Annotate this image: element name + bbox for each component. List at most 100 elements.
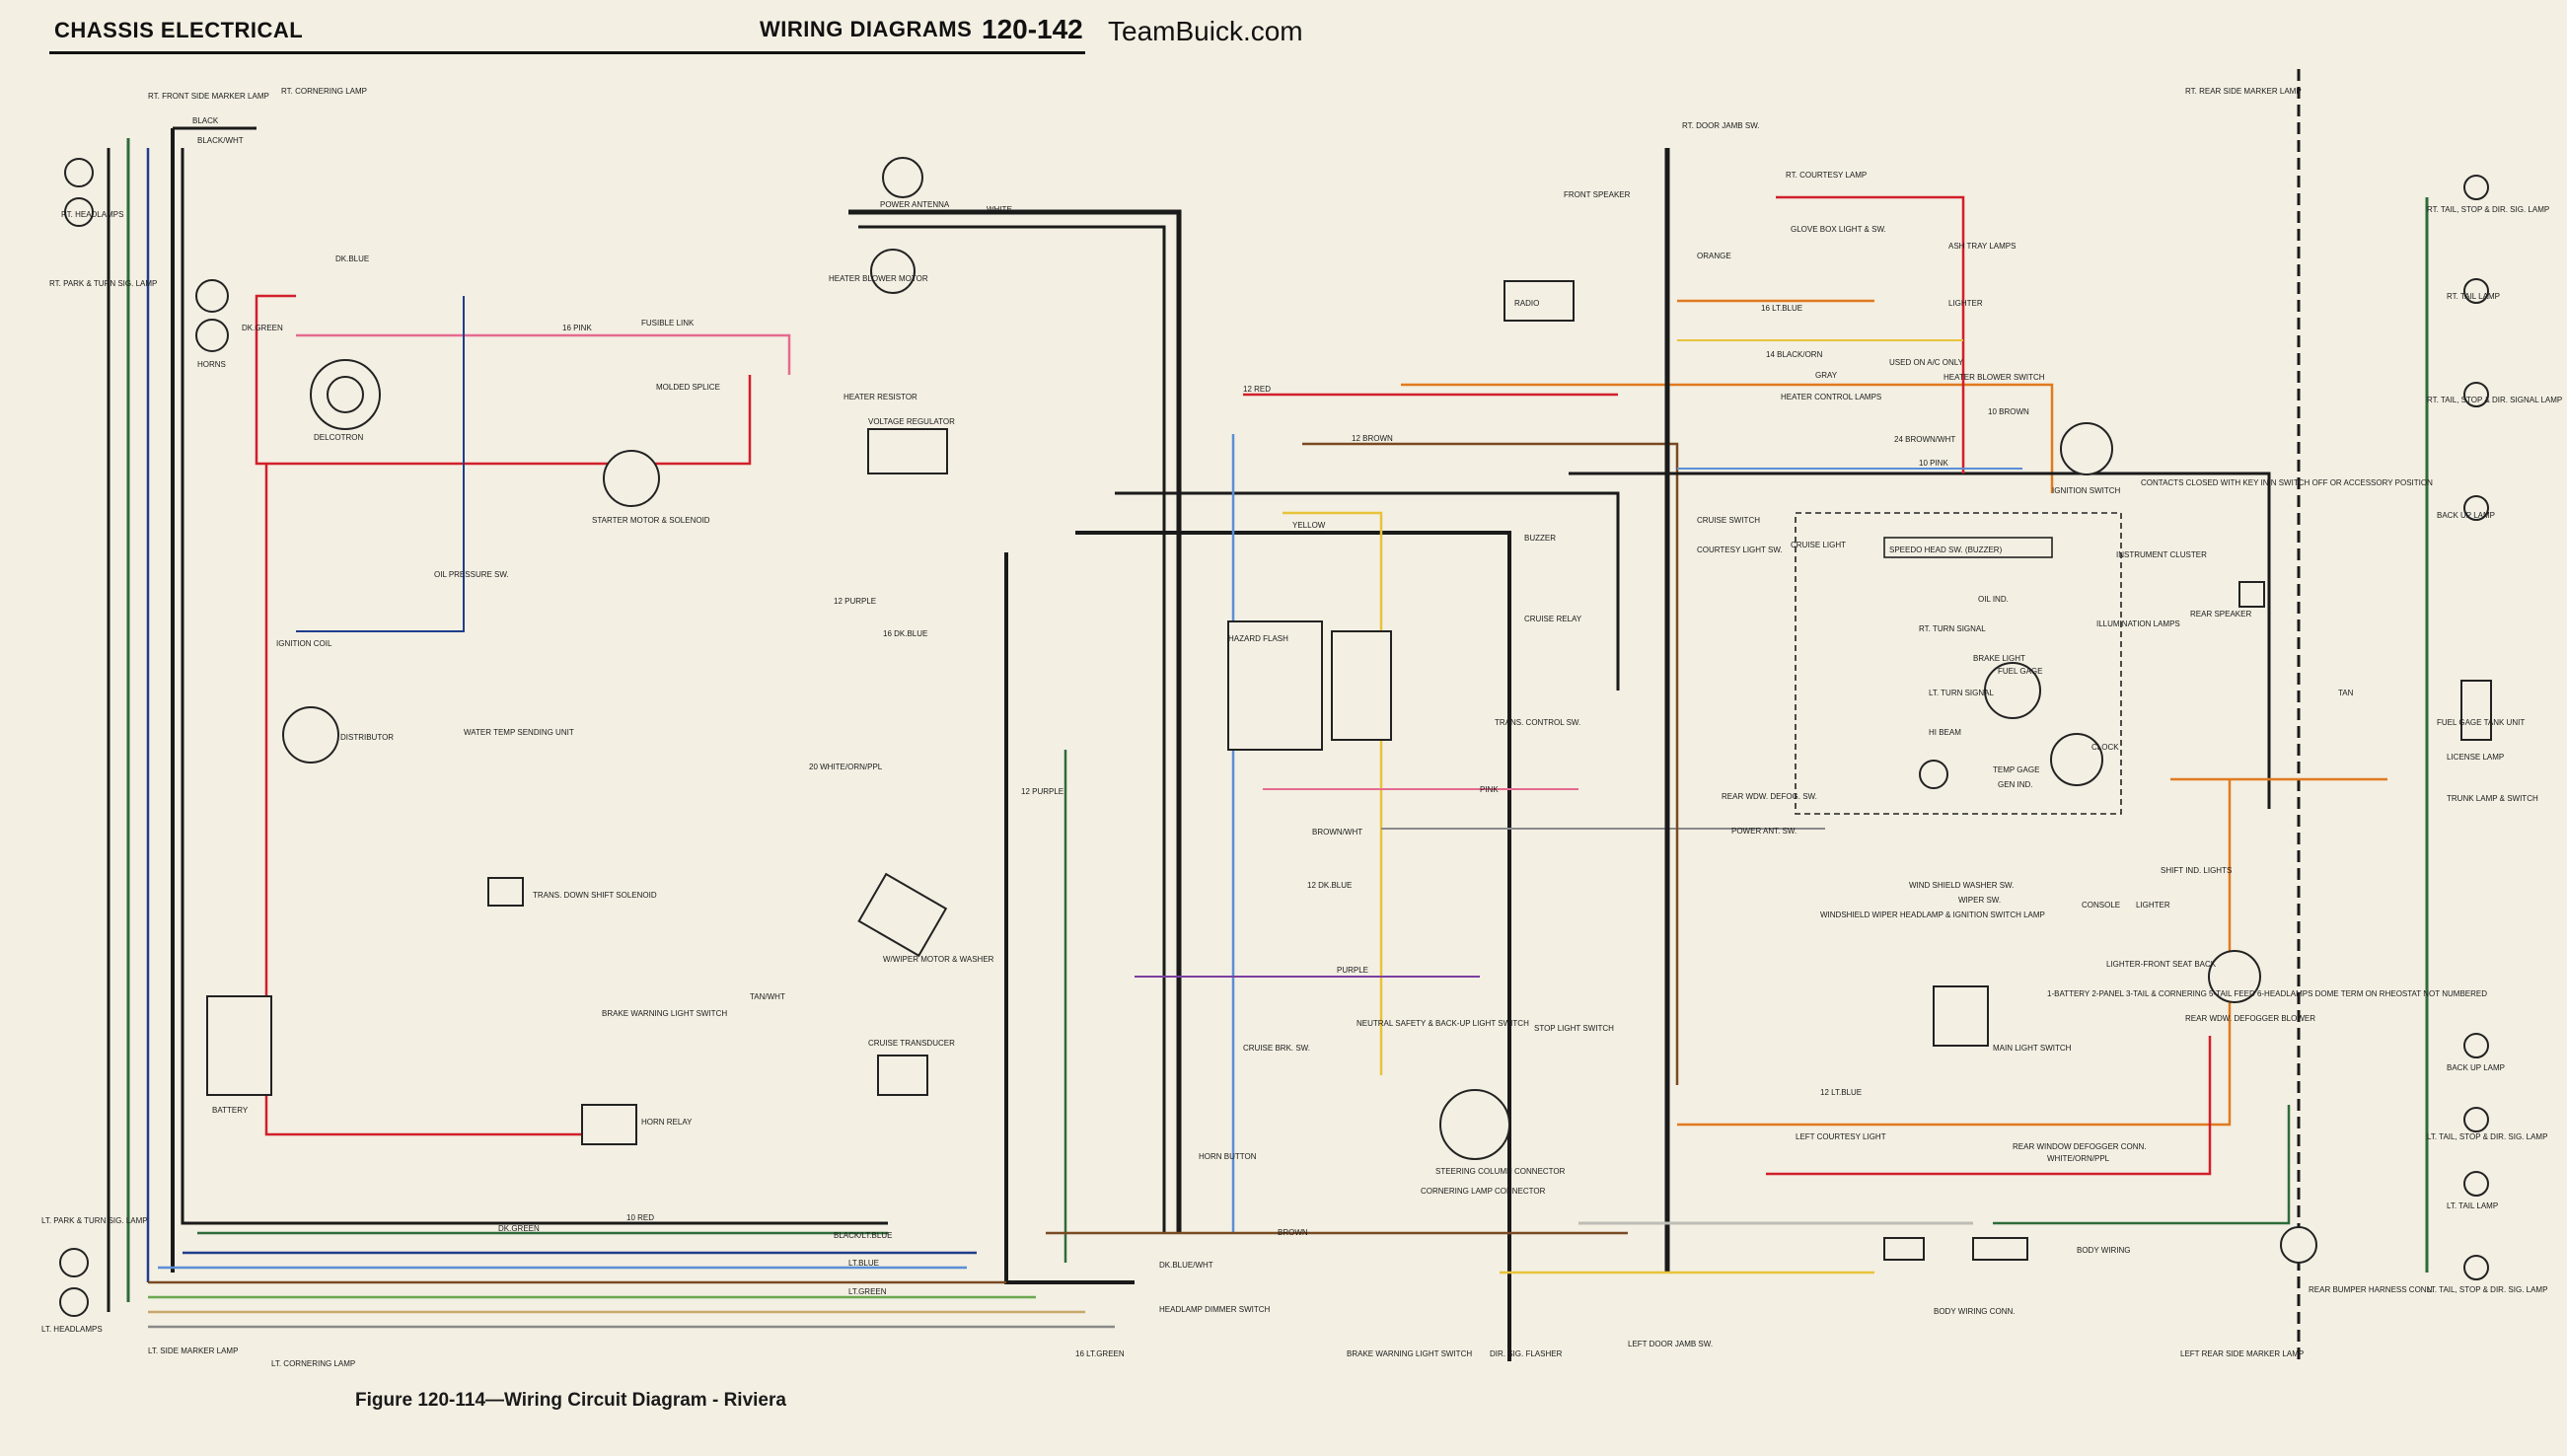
section-title: CHASSIS ELECTRICAL [54, 18, 304, 42]
wire-label: 10 PINK [1919, 459, 1948, 468]
wire-orange [1401, 383, 2054, 493]
horn-icon [195, 279, 229, 313]
label-back-up-lamp: BACK UP LAMP [2437, 511, 2495, 520]
label-neutral-safety: NEUTRAL SAFETY & BACK-UP LIGHT SWITCH [1357, 1019, 1529, 1028]
radio-icon [1504, 280, 1575, 322]
label-horn-button: HORN BUTTON [1199, 1152, 1257, 1161]
steering-column-connector-icon [1439, 1089, 1510, 1160]
clock-icon [2050, 733, 2103, 786]
headlamp-icon [64, 158, 94, 187]
battery-icon [206, 995, 272, 1096]
wire-label: TAN [2338, 689, 2354, 697]
label-heater-blower-sw: HEATER BLOWER SWITCH [1944, 373, 2045, 382]
wire-label: ORANGE [1697, 252, 1731, 260]
label-rear-defog-blower: REAR WDW. DEFOGGER BLOWER [2185, 1014, 2315, 1023]
heater-blower-icon [870, 249, 916, 294]
rear-speaker-icon [2238, 581, 2265, 608]
label-rt-door-jamb: RT. DOOR JAMB SW. [1682, 121, 1760, 130]
label-used-on-ac: USED ON A/C ONLY [1889, 358, 1964, 367]
wire-label: 16 LT.BLUE [1761, 304, 1802, 313]
wire-red [255, 294, 752, 466]
label-rt-headlamps: RT. HEADLAMPS [61, 210, 123, 219]
label-hazard-flash: HAZARD FLASH [1228, 634, 1288, 643]
fuel-gage-icon [1984, 662, 2041, 719]
power-antenna-icon [882, 157, 923, 198]
wiper-motor-icon [857, 872, 948, 958]
wire-label: BLACK [192, 116, 219, 125]
label-rear-defog-conn: REAR WINDOW DEFOGGER CONN. [2013, 1142, 2147, 1151]
wire-black [858, 225, 1166, 1233]
label-lt-side-marker: LT. SIDE MARKER LAMP [148, 1347, 238, 1355]
wire-black [1075, 531, 1511, 1361]
fuel-tank-unit-icon [2460, 680, 2492, 741]
lamp-icon [2463, 278, 2489, 304]
wire-label: DK.GREEN [242, 324, 283, 332]
label-lighter-top: LIGHTER [1948, 299, 1983, 308]
label-clock: CLOCK [2091, 743, 2119, 752]
wire-dk-green [1993, 1105, 2291, 1225]
ignition-switch-icon [2060, 422, 2113, 475]
wire-pink [296, 333, 791, 375]
lamp-icon [2463, 1033, 2489, 1058]
label-voltage-regulator: VOLTAGE REGULATOR [868, 417, 955, 426]
page-number: 120-142 [982, 14, 1083, 44]
wire-label: 12 PURPLE [834, 597, 876, 606]
rear-bumper-harness-icon [2280, 1226, 2317, 1264]
label-rt-tail-stop-2: RT. TAIL, STOP & DIR. SIGNAL LAMP [2427, 396, 2562, 404]
wire-label: DK.BLUE [335, 255, 369, 263]
header-rule [49, 51, 1085, 54]
headlamp-icon [64, 197, 94, 227]
label-fuel-gage-tank: FUEL GAGE TANK UNIT [2437, 718, 2525, 727]
label-rt-park-turn: RT. PARK & TURN SIG. LAMP [49, 279, 157, 288]
label-cruise-brk-sw: CRUISE BRK. SW. [1243, 1044, 1310, 1053]
wire-yellow [1283, 511, 1383, 1075]
label-shift-ind: SHIFT IND. LIGHTS [2161, 866, 2232, 875]
label-wiper-motor: W/WIPER MOTOR & WASHER [883, 955, 994, 964]
label-lighter: LIGHTER [2136, 901, 2170, 910]
distributor-icon [282, 706, 339, 764]
wire-black [1004, 552, 1135, 1284]
label-trunk-lamp: TRUNK LAMP & SWITCH [2447, 794, 2538, 803]
label-rt-front-side-marker: RT. FRONT SIDE MARKER LAMP [148, 92, 269, 101]
label-delcotron: DELCOTRON [314, 433, 363, 442]
wire-label: PINK [1480, 785, 1499, 794]
wire-label: GRAY [1815, 371, 1838, 380]
label-battery: BATTERY [212, 1106, 249, 1115]
wire-label: WHITE [987, 205, 1012, 214]
label-horns: HORNS [197, 360, 226, 369]
label-cruise-light: CRUISE LIGHT [1791, 541, 1846, 549]
label-console: CONSOLE [2082, 901, 2120, 910]
headlamp-icon [59, 1248, 89, 1277]
label-steering-column: STEERING COLUMN CONNECTOR [1435, 1167, 1566, 1176]
label-back-up-lamp-2: BACK UP LAMP [2447, 1063, 2505, 1072]
label-starter-motor: STARTER MOTOR & SOLENOID [592, 516, 710, 525]
lamp-icon [2463, 495, 2489, 521]
wire-label: 14 BLACK/ORN [1766, 350, 1823, 359]
speedo-box [1883, 537, 2053, 558]
label-lt-turn: LT. TURN SIGNAL [1929, 689, 1994, 697]
label-lt-tail: LT. TAIL LAMP [2447, 1201, 2498, 1210]
wire-dk-blue [296, 296, 465, 632]
wire-label: 10 RED [626, 1213, 654, 1222]
label-lt-tail-stop-2: LT. TAIL, STOP & DIR. SIG. LAMP [2427, 1285, 2547, 1294]
label-lt-headlamps: LT. HEADLAMPS [41, 1325, 103, 1334]
instrument-cluster-box [1795, 512, 2122, 815]
label-brake-light: BRAKE LIGHT [1973, 654, 2025, 663]
label-lt-park-turn: LT. PARK & TURN SIG. LAMP [41, 1216, 148, 1225]
wire-black [1569, 472, 2271, 809]
label-rear-speaker: REAR SPEAKER [2190, 610, 2251, 619]
label-lt-rear-side-marker: LEFT REAR SIDE MARKER LAMP [2180, 1349, 2304, 1358]
cruise-transducer-icon [877, 1055, 928, 1096]
label-rt-tail: RT. TAIL LAMP [2447, 292, 2500, 301]
wire-label: BLACK/WHT [197, 136, 244, 145]
starter-motor-icon [603, 450, 660, 507]
lamp-icon [2463, 175, 2489, 200]
label-cruise-switch: CRUISE SWITCH [1697, 516, 1760, 525]
diagram-title: WIRING DIAGRAMS [760, 17, 973, 41]
label-trans-control-sw: TRANS. CONTROL SW. [1495, 718, 1580, 727]
component-layer [59, 157, 2492, 1317]
wire-red [1776, 195, 1965, 473]
label-rear-defog-sw: REAR WDW. DEFOG. SW. [1722, 792, 1817, 801]
wire-label: 12 DK.BLUE [1307, 881, 1352, 890]
